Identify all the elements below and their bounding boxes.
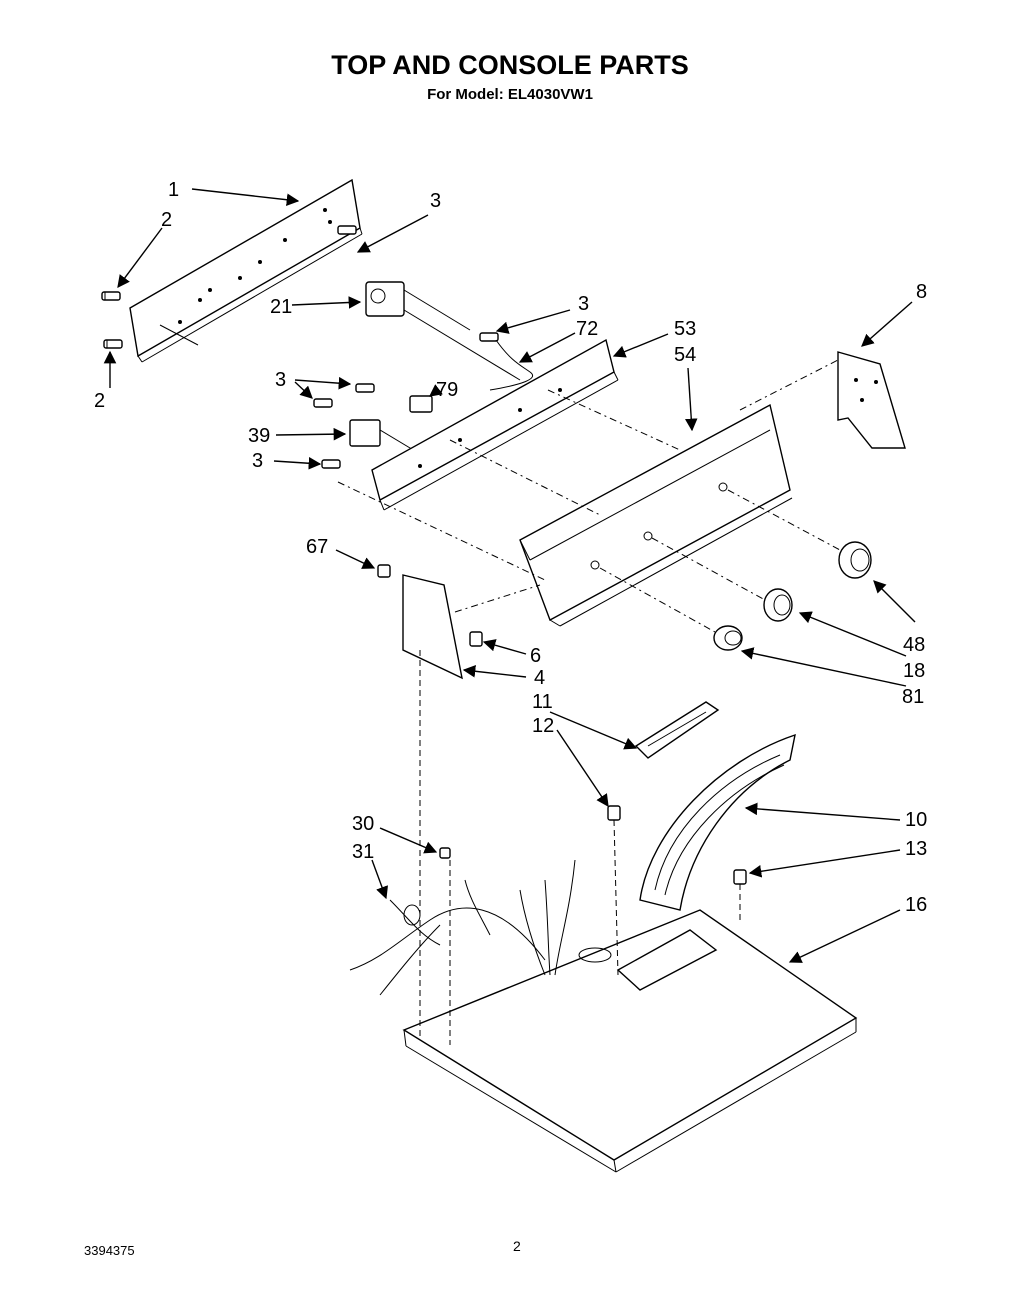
callout-3-mid: 3 [578, 293, 589, 315]
part-53-bracket [371, 338, 619, 511]
part-3-screw-e [321, 459, 341, 469]
align-line-d [739, 359, 839, 411]
part-3-screw-d [313, 398, 333, 408]
part-3-screw-a [337, 225, 357, 235]
part-16-top [402, 909, 858, 1173]
part-48-knob [838, 541, 872, 579]
part-4-cover [402, 574, 463, 680]
part-18-knob [763, 588, 793, 622]
callout-3-top: 3 [430, 190, 441, 212]
callout-53: 53 [674, 318, 696, 340]
part-79-connector [409, 395, 433, 413]
page-title: TOP AND CONSOLE PARTS [331, 50, 689, 80]
callout-8: 8 [916, 281, 927, 303]
align-line-a [337, 481, 546, 581]
part-6-screw [469, 631, 483, 647]
part-72-wire [489, 339, 533, 391]
part-21-switch [365, 281, 521, 381]
callout-2-lower: 2 [94, 390, 105, 412]
part-2-screw-lower [103, 339, 123, 349]
callout-3-left: 3 [275, 369, 286, 391]
callout-79: 79 [436, 379, 458, 401]
page-number: 2 [513, 1238, 521, 1254]
callout-54: 54 [674, 344, 696, 366]
part-54-console [519, 403, 793, 627]
align-line-g [727, 489, 841, 551]
leader-arrows [103, 188, 916, 963]
callout-21: 21 [270, 296, 292, 318]
part-1-rear-panel [129, 178, 363, 363]
part-31-wire-harness [349, 859, 576, 996]
callout-10: 10 [905, 809, 927, 831]
callout-12: 12 [532, 715, 554, 737]
callout-67: 67 [306, 536, 328, 558]
part-10-lint-filter [639, 733, 796, 911]
callout-81: 81 [902, 686, 924, 708]
callout-72: 72 [576, 318, 598, 340]
callout-11: 11 [532, 691, 553, 713]
part-67-clip [377, 564, 391, 578]
align-line-c [547, 389, 681, 451]
align-line-b [449, 439, 601, 516]
align-line-f [651, 537, 766, 601]
callout-2-upper: 2 [161, 209, 172, 231]
callout-48: 48 [903, 634, 925, 656]
callout-39: 39 [248, 425, 270, 447]
part-13-screw [733, 869, 747, 885]
align-line-v3 [613, 819, 619, 976]
part-8-end-bracket [837, 351, 906, 449]
callout-3-bottom: 3 [252, 450, 263, 472]
callout-13: 13 [905, 838, 927, 860]
part-11-filter-cover [634, 701, 720, 759]
callout-18: 18 [903, 660, 925, 682]
callout-30: 30 [352, 813, 374, 835]
part-81-knob [713, 625, 743, 651]
callout-6: 6 [530, 645, 541, 667]
document-number: 3394375 [84, 1243, 135, 1258]
part-3-screw-c [355, 383, 375, 393]
align-line-h [454, 584, 541, 613]
callout-16: 16 [905, 894, 927, 916]
model-subtitle: For Model: EL4030VW1 [427, 86, 593, 103]
part-3-screw-b [479, 332, 499, 342]
callout-31: 31 [352, 841, 374, 863]
part-30-clip [439, 847, 451, 859]
part-12-screw [607, 805, 621, 821]
callout-1: 1 [168, 179, 179, 201]
align-line-e [599, 567, 716, 633]
callout-4: 4 [534, 667, 545, 689]
part-2-screw-upper [101, 291, 121, 301]
